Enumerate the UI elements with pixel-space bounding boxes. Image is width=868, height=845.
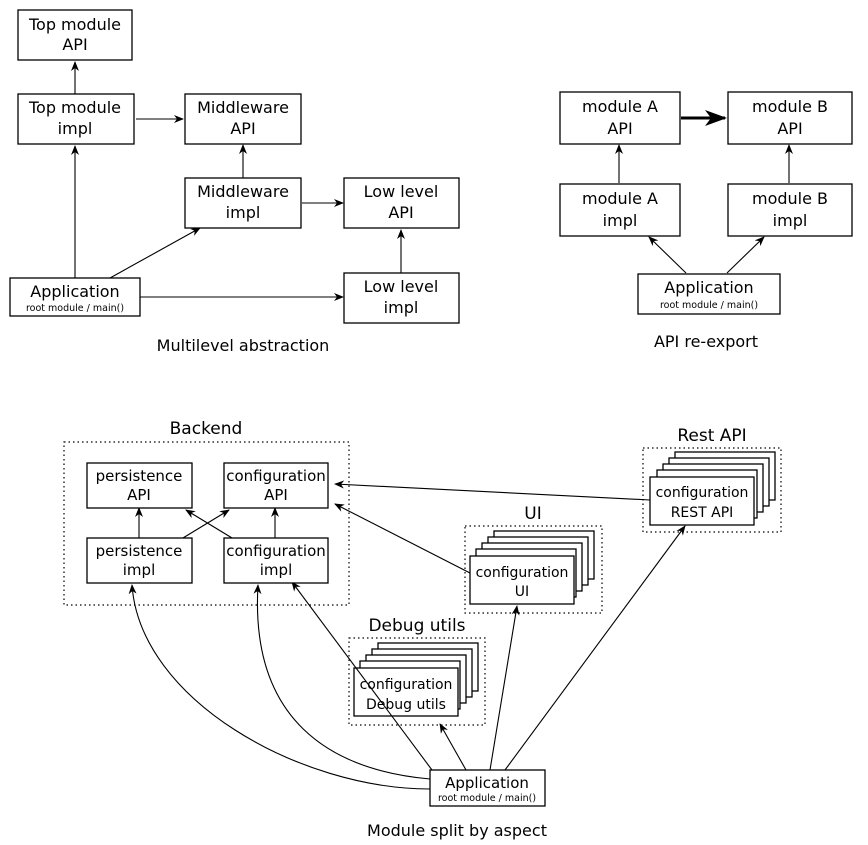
configuration-api-line1: configuration — [226, 467, 326, 485]
backend-label: Backend — [170, 419, 243, 439]
module-b-api-line2: API — [777, 119, 802, 138]
middleware-impl-box: Middleware impl — [184, 177, 302, 229]
top-module-impl-line1: Top module — [28, 98, 121, 117]
persistence-api-line1: persistence — [96, 467, 183, 485]
edge-app-to-mid-impl — [109, 227, 201, 279]
edge-app-to-debug-utils — [439, 723, 467, 771]
split-caption: Module split by aspect — [367, 821, 547, 840]
multilevel-abstraction-diagram: Top module API Top module impl Middlewar… — [9, 9, 460, 355]
module-b-impl-line1: module B — [752, 189, 828, 208]
configuration-api-line2: API — [264, 486, 288, 504]
edge-app-to-persistence-impl — [128, 584, 431, 790]
split-application-box: Application root module / main() — [429, 769, 546, 807]
module-b-impl-box: module B impl — [727, 183, 853, 237]
low-level-impl-line2: impl — [384, 298, 419, 317]
debug-box-line2: Debug utils — [366, 697, 446, 713]
middleware-api-line1: Middleware — [197, 98, 289, 117]
application-label: Application — [30, 282, 119, 301]
middleware-impl-line2: impl — [226, 203, 261, 222]
top-module-api-line2: API — [62, 35, 87, 54]
api-reexport-diagram: module A API module B API module A impl … — [559, 91, 853, 351]
edge-ui-to-configuration-api — [334, 503, 471, 574]
rest-api-stack: configuration REST API — [649, 451, 776, 526]
persistence-impl-box: persistence impl — [86, 537, 193, 584]
rest-box-line2: REST API — [671, 505, 734, 521]
low-level-impl-box: Low level impl — [343, 272, 460, 324]
split-application-sublabel: root module / main() — [438, 793, 536, 804]
middleware-impl-line1: Middleware — [197, 182, 289, 201]
edge-app-to-a-impl — [648, 236, 687, 274]
reexport-caption: API re-export — [654, 332, 758, 351]
edge-app-to-b-impl — [726, 236, 765, 274]
module-a-api-box: module A API — [559, 91, 681, 145]
module-b-api-box: module B API — [727, 91, 853, 145]
configuration-impl-box: configuration impl — [223, 537, 329, 584]
rest-box-line1: configuration — [656, 485, 749, 501]
rest-api-label: Rest API — [677, 426, 746, 446]
multilevel-caption: Multilevel abstraction — [157, 336, 330, 355]
split-application-label: Application — [445, 774, 529, 792]
configuration-impl-line1: configuration — [226, 542, 326, 560]
configuration-impl-line2: impl — [260, 561, 292, 579]
debug-utils-group — [348, 637, 486, 726]
ui-group — [464, 525, 603, 614]
persistence-impl-line1: persistence — [96, 542, 183, 560]
reexport-application-label: Application — [664, 278, 753, 297]
module-a-impl-line1: module A — [582, 189, 658, 208]
persistence-impl-line2: impl — [123, 561, 155, 579]
edge-app-to-ui — [489, 605, 520, 771]
module-b-impl-line2: impl — [773, 211, 808, 230]
top-module-impl-line2: impl — [58, 119, 93, 138]
module-a-impl-line2: impl — [603, 211, 638, 230]
ui-box-line1: configuration — [476, 565, 569, 581]
ui-stack: configuration UI — [469, 530, 595, 605]
module-a-api-line1: module A — [582, 97, 658, 116]
backend-group — [63, 441, 350, 606]
top-module-impl-box: Top module impl — [17, 93, 135, 145]
middleware-api-line2: API — [230, 119, 255, 138]
middleware-api-box: Middleware API — [184, 93, 302, 145]
low-level-api-line2: API — [388, 203, 413, 222]
debug-box-line1: configuration — [360, 677, 453, 693]
debug-utils-stack: configuration Debug utils — [353, 642, 479, 717]
low-level-impl-line1: Low level — [364, 277, 439, 296]
module-a-impl-box: module A impl — [559, 183, 681, 237]
rest-api-group — [642, 447, 782, 533]
debug-utils-label: Debug utils — [368, 616, 465, 636]
reexport-application-box: Application root module / main() — [637, 273, 781, 315]
top-module-api-line1: Top module — [28, 15, 121, 34]
low-level-api-box: Low level API — [343, 177, 460, 229]
ui-label: UI — [524, 504, 541, 524]
module-split-diagram: Backend Rest API UI Debug utils configur… — [63, 419, 782, 840]
edge-app-to-rest — [504, 525, 686, 771]
configuration-api-box: configuration API — [223, 462, 329, 509]
persistence-api-box: persistence API — [86, 462, 193, 509]
module-a-api-line2: API — [607, 119, 632, 138]
application-box: Application root module / main() — [9, 277, 141, 317]
edge-persistence-impl-to-configuration-api — [177, 509, 230, 542]
application-sublabel: root module / main() — [26, 303, 124, 314]
low-level-api-line1: Low level — [364, 182, 439, 201]
edge-app-to-configuration-impl-2 — [291, 581, 433, 771]
module-b-api-line1: module B — [752, 97, 828, 116]
ui-box-line2: UI — [515, 584, 529, 600]
persistence-api-line2: API — [127, 486, 151, 504]
top-module-api-box: Top module API — [17, 9, 133, 61]
reexport-application-sublabel: root module / main() — [660, 300, 758, 311]
edge-app-to-configuration-impl — [253, 584, 431, 780]
edge-rest-to-configuration-api — [334, 480, 651, 501]
edge-configuration-impl-to-persistence-api — [185, 509, 238, 542]
